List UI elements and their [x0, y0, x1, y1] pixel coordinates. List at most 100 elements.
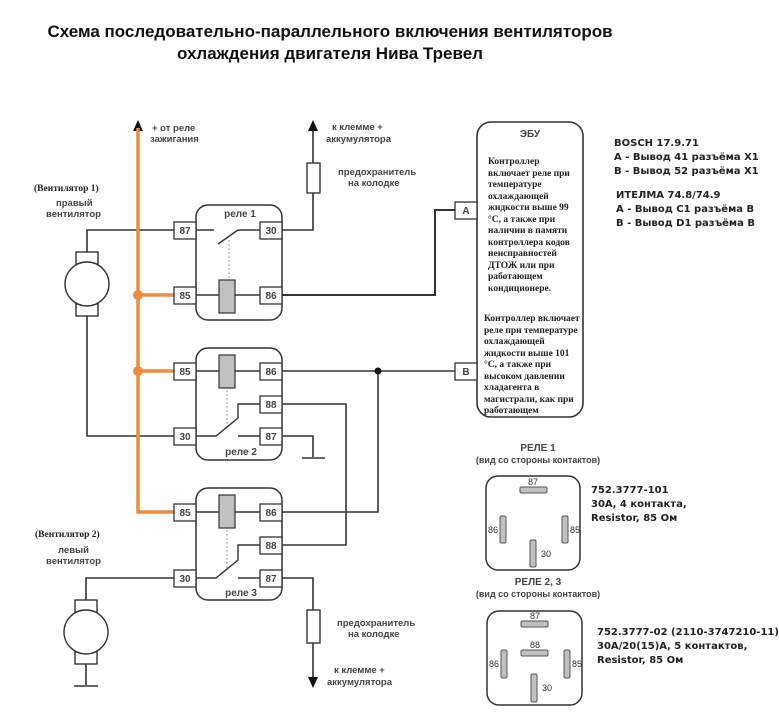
- fuse-top-sublabel: на колодке: [348, 178, 400, 189]
- relay3-pin-30: 30: [179, 574, 191, 585]
- bosch-pin-b: B - Вывод 52 разъёма X1: [614, 166, 759, 177]
- relay23-view-pin-87: 87: [530, 611, 540, 621]
- ignition-label: + от реле: [152, 123, 195, 134]
- ignition-junction-2: [133, 366, 143, 376]
- ecu-description-b: Контроллер включает реле при температуре…: [484, 314, 580, 416]
- relay1-spec: 752.3777-101 30А, 4 контакта, Resistor, …: [591, 484, 687, 526]
- fuse-bottom-icon: [306, 609, 321, 644]
- relay23-spec-model: 752.3777-02 (2110-3747210-11): [597, 627, 779, 638]
- fan1-motor-icon: [64, 251, 110, 317]
- battery-top-label: к клемме +: [332, 122, 383, 133]
- relay3-label: реле 3: [225, 588, 257, 599]
- relay1-pins: 87 30 85 86: [173, 221, 283, 305]
- fan2-name-2: вентилятор: [46, 556, 101, 567]
- relay3-pin-88: 88: [265, 541, 277, 552]
- relay1-view-pin-87: 87: [528, 477, 538, 487]
- wire-relay1-86-to-ecu-a: [282, 209, 455, 296]
- relay23-spec-resistor: Resistor, 85 Ом: [597, 655, 684, 666]
- bosch-title: BOSCH 17.9.71: [614, 138, 699, 149]
- wire-relay2-87-to-ground: [282, 435, 314, 457]
- battery-bottom-label: к клемме +: [334, 665, 385, 676]
- ignition-wire: [136, 128, 174, 514]
- relay1-spec-model: 752.3777-101: [591, 485, 669, 496]
- ecu-pinout-itelma: ИТЕЛМА 74.8/74.9 A - Вывод C1 разъёма B …: [616, 189, 755, 231]
- junction-dot: [374, 367, 382, 375]
- wire-fan1-to-relay2-30: [86, 315, 174, 437]
- wire-junction-to-relay3-86: [282, 371, 379, 513]
- battery-top-sublabel: аккумулятора: [326, 134, 392, 145]
- relay23-view-subtitle: (вид со стороны контактов): [476, 589, 600, 599]
- ecu-connector-a: A: [462, 206, 469, 217]
- relay23-spec: 752.3777-02 (2110-3747210-11) 30А/20(15)…: [597, 626, 779, 668]
- relay1-pin-85: 85: [179, 291, 191, 302]
- relay2-pin-88: 88: [265, 400, 277, 411]
- wire-fan1-to-relay1-87: [86, 229, 174, 252]
- bosch-pin-a: A - Вывод 41 разъёма X1: [614, 152, 759, 163]
- ecu-connector-b: B: [462, 367, 469, 378]
- relay1-contact-view: 87 86 85 30: [485, 475, 581, 571]
- relay2-pins: 85 86 88 30 87: [173, 362, 283, 446]
- relay1-spec-resistor: Resistor, 85 Ом: [591, 513, 678, 524]
- relay3-pin-86: 86: [265, 508, 277, 519]
- wire-fan2-to-relay3-30: [85, 577, 174, 600]
- itelma-pin-b: B - Вывод D1 разъёма B: [616, 218, 755, 229]
- relay1-pin-30: 30: [265, 226, 277, 237]
- relay1-pin-87: 87: [179, 226, 191, 237]
- relay23-view-pin-30: 30: [542, 683, 552, 693]
- ecu-pinout-bosch: BOSCH 17.9.71 A - Вывод 41 разъёма X1 B …: [614, 137, 759, 179]
- ignition-sublabel: зажигания: [150, 134, 199, 145]
- diagram-title-line-1: Схема последовательно-параллельного вклю…: [47, 22, 613, 41]
- arrow-up-ignition-icon: [133, 120, 143, 131]
- relay3-switch: [196, 544, 260, 579]
- relay3-pins: 85 86 88 30 87: [173, 503, 283, 588]
- fan2-tag: (Вентилятор 2): [35, 529, 100, 540]
- relay1-view-pin-85: 85: [570, 525, 580, 535]
- relay1-view-pin-86: 86: [488, 525, 498, 535]
- relay2-pin-30: 30: [179, 432, 191, 443]
- fuse-bottom-sublabel: на колодке: [348, 629, 400, 640]
- ecu-block: ЭБУ A B: [454, 121, 584, 418]
- diagram-title-line-2: охлаждения двигателя Нива Тревел: [177, 44, 483, 63]
- relay2-pin-86: 86: [265, 367, 277, 378]
- relay2-pin-87: 87: [265, 432, 277, 443]
- relay23-view-pin-86: 86: [489, 659, 499, 669]
- relay23-contact-view: 87 88 86 85 30: [486, 610, 583, 706]
- relay3-coil: [218, 494, 236, 529]
- relay1-label: реле 1: [224, 209, 256, 220]
- wire-relay1-30-to-fuse: [282, 192, 314, 231]
- wire-relay3-87-to-fuse: [282, 577, 314, 610]
- relay2-pin-85: 85: [179, 367, 191, 378]
- relay1-coil: [218, 279, 236, 314]
- ecu-description-a: Контроллер включает реле при температуре…: [488, 157, 570, 294]
- relay1-view-pin-30: 30: [541, 549, 551, 559]
- relay23-view-title: РЕЛЕ 2, 3: [515, 577, 562, 588]
- fuse-bottom-label: предохранитель: [337, 618, 415, 629]
- relay23-view-pin-85: 85: [572, 659, 582, 669]
- fan1-name-2: вентилятор: [46, 209, 101, 220]
- fan2-name: левый: [58, 545, 89, 556]
- arrow-up-battery-icon: [308, 120, 318, 131]
- relay1-spec-rating: 30А, 4 контакта,: [591, 499, 687, 510]
- fuse-top-label: предохранитель: [338, 167, 416, 178]
- fan2-motor-icon: [63, 599, 109, 665]
- relay2-switch: [196, 403, 260, 437]
- fan1-name: правый: [56, 198, 93, 209]
- itelma-title: ИТЕЛМА 74.8/74.9: [616, 190, 721, 201]
- ecu-title: ЭБУ: [520, 129, 541, 140]
- fuse-top-icon: [306, 162, 321, 194]
- wire-relay2-88-to-relay3-88: [282, 403, 347, 546]
- relay1-pin-86: 86: [265, 291, 277, 302]
- relay2-label: реле 2: [225, 447, 257, 458]
- relay2-coil: [218, 354, 236, 389]
- battery-bottom-sublabel: аккумулятора: [327, 677, 393, 688]
- relay1-view-subtitle: (вид со стороны контактов): [476, 455, 600, 465]
- relay1-switch: [217, 229, 239, 245]
- fan1-tag: (Вентилятор 1): [34, 183, 99, 194]
- wires: [74, 128, 455, 687]
- relay23-spec-rating: 30А/20(15)А, 5 контактов,: [597, 641, 748, 652]
- relay3-pin-87: 87: [265, 574, 277, 585]
- relay23-view-pin-88: 88: [530, 640, 540, 650]
- itelma-pin-a: A - Вывод C1 разъёма B: [616, 204, 755, 215]
- relay3-pin-85: 85: [179, 508, 191, 519]
